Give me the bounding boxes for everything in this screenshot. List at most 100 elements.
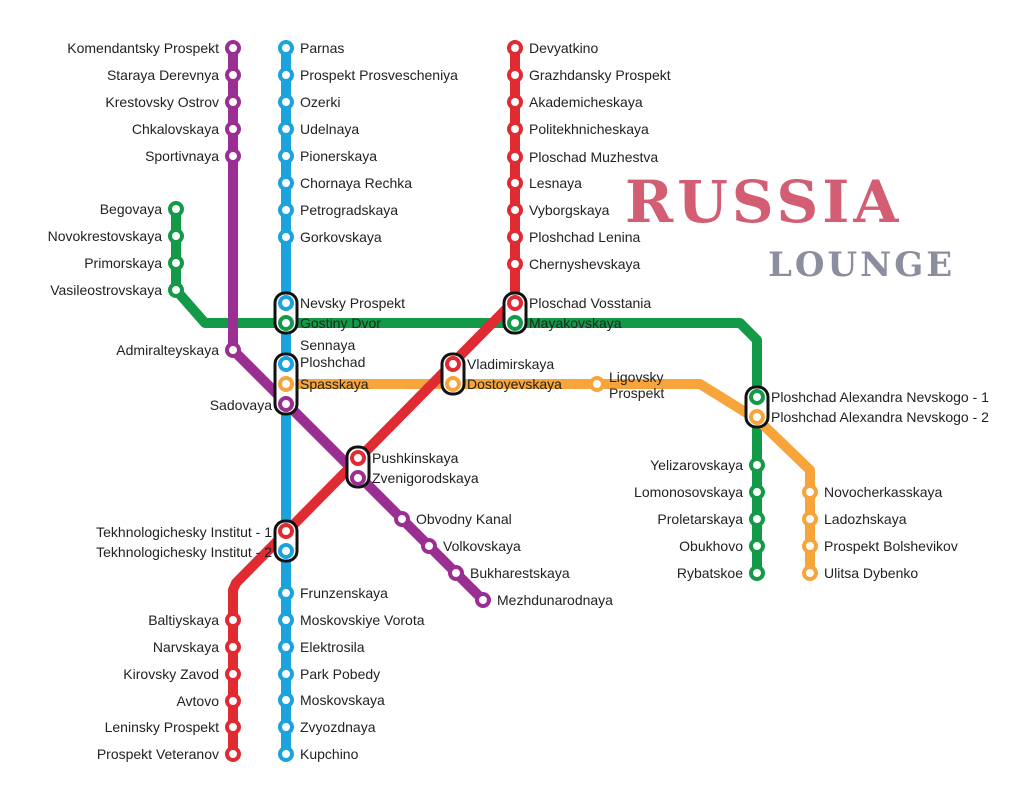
station-label: Krestovsky Ostrov [105,94,219,110]
station-devyatkino[interactable]: Devyatkino [507,40,598,56]
station-komendantsky-prospekt[interactable]: Komendantsky Prospekt [67,40,241,56]
station-baltiyskaya[interactable]: Baltiyskaya [148,612,241,628]
station-label: Novocherkasskaya [824,484,942,500]
station-marker [507,256,523,272]
station-zvyozdnaya[interactable]: Zvyozdnaya [278,719,376,735]
station-kupchino[interactable]: Kupchino [278,746,359,762]
station-marker [278,543,294,559]
station-ulitsa-dybenko[interactable]: Ulitsa Dybenko [802,565,918,581]
station-volkovskaya[interactable]: Volkovskaya [421,538,521,554]
station-moskovskiye-vorota[interactable]: Moskovskiye Vorota [278,612,425,628]
station-spasskaya[interactable]: Spasskaya [278,376,369,392]
station-pionerskaya[interactable]: Pionerskaya [278,148,377,164]
station-akademicheskaya[interactable]: Akademicheskaya [507,94,643,110]
station-obvodny-kanal[interactable]: Obvodny Kanal [394,511,512,527]
station-pushkinskaya[interactable]: Pushkinskaya [350,450,459,466]
station-mezhdunarodnaya[interactable]: Mezhdunarodnaya [475,592,613,608]
station-park-pobedy[interactable]: Park Pobedy [278,666,380,682]
station-avtovo[interactable]: Avtovo [176,693,241,709]
station-label: Prospekt Prosvescheniya [300,67,458,83]
station-udelnaya[interactable]: Udelnaya [278,121,359,137]
station-ladozhskaya[interactable]: Ladozhskaya [802,511,907,527]
station-lesnaya[interactable]: Lesnaya [507,175,582,191]
station-vasileostrovskaya[interactable]: Vasileostrovskaya [50,282,184,298]
station-primorskaya[interactable]: Primorskaya [84,255,184,271]
station-chornaya-rechka[interactable]: Chornaya Rechka [278,175,412,191]
station-narvskaya[interactable]: Narvskaya [153,639,241,655]
station-elektrosila[interactable]: Elektrosila [278,639,365,655]
station-parnas[interactable]: Parnas [278,40,344,56]
station-prospekt-veteranov[interactable]: Prospekt Veteranov [97,746,241,762]
station-ploschad-vosstania[interactable]: Ploschad Vosstania [507,295,651,311]
brand-logo: RUSSIA LOUNGE [625,168,955,285]
brand-subtitle: LOUNGE [768,245,955,285]
station-frunzenskaya[interactable]: Frunzenskaya [278,585,388,601]
station-krestovsky-ostrov[interactable]: Krestovsky Ostrov [105,94,241,110]
station-dostoyevskaya[interactable]: Dostoyevskaya [445,376,562,392]
station-label: Baltiyskaya [148,612,219,628]
station-admiralteyskaya[interactable]: Admiralteyskaya [116,342,241,358]
station-label: Proletarskaya [657,511,743,527]
station-label: Prospekt Veteranov [97,746,219,762]
station-label: Politekhnicheskaya [529,121,649,137]
station-prospekt-prosvescheniya[interactable]: Prospekt Prosvescheniya [278,67,458,83]
station-gorkovskaya[interactable]: Gorkovskaya [278,229,382,245]
station-rybatskoe[interactable]: Rybatskoe [677,565,765,581]
station-marker [278,202,294,218]
station-label: Zvenigorodskaya [372,470,479,486]
station-novokrestovskaya[interactable]: Novokrestovskaya [48,228,184,244]
station-prospekt-bolshevikov[interactable]: Prospekt Bolshevikov [802,538,958,554]
station-grazhdansky-prospekt[interactable]: Grazhdansky Prospekt [507,67,671,83]
station-marker [278,692,294,708]
station-label: Chkalovskaya [132,121,219,137]
station-mayakovskaya[interactable]: Mayakovskaya [507,315,622,331]
station-zvenigorodskaya[interactable]: Zvenigorodskaya [350,470,479,486]
station-staraya-derevnya[interactable]: Staraya Derevnya [107,67,241,83]
station-nevsky-prospekt[interactable]: Nevsky Prospekt [278,295,405,311]
station-marker [168,282,184,298]
station-yelizarovskaya[interactable]: Yelizarovskaya [650,457,765,473]
station-ploschad-muzhestva[interactable]: Ploschad Muzhestva [507,149,658,165]
station-label: Tekhnologichesky Institut - 2 [96,544,272,560]
station-politekhnicheskaya[interactable]: Politekhnicheskaya [507,121,649,137]
station-marker [802,565,818,581]
station-novocherkasskaya[interactable]: Novocherkasskaya [802,484,942,500]
station-label: Moskovskaya [300,692,385,708]
station-leninsky-prospekt[interactable]: Leninsky Prospekt [105,719,241,735]
station-ploshchad-alexandra-nevskogo-1[interactable]: Ploshchad Alexandra Nevskogo - 1 [749,389,989,405]
station-marker [507,149,523,165]
station-marker [802,511,818,527]
station-tekhnologichesky-institut-1[interactable]: Tekhnologichesky Institut - 1 [96,523,294,540]
station-label: Kupchino [300,746,359,762]
station-ozerki[interactable]: Ozerki [278,94,340,110]
station-obukhovo[interactable]: Obukhovo [679,538,765,554]
station-chernyshevskaya[interactable]: Chernyshevskaya [507,256,640,272]
station-label: Vyborgskaya [529,202,610,218]
station-marker [448,565,464,581]
station-label: Lomonosovskaya [634,484,743,500]
station-moskovskaya[interactable]: Moskovskaya [278,692,385,708]
station-bukharestskaya[interactable]: Bukharestskaya [448,565,570,581]
station-begovaya[interactable]: Begovaya [100,201,184,217]
station-kirovsky-zavod[interactable]: Kirovsky Zavod [123,666,241,682]
station-vyborgskaya[interactable]: Vyborgskaya [507,202,610,218]
station-label: Ladozhskaya [824,511,907,527]
station-sadovaya[interactable]: Sadovaya [210,396,294,413]
station-marker [749,538,765,554]
station-gostiny-dvor[interactable]: Gostiny Dvor [278,315,381,331]
station-ploshchad-lenina[interactable]: Ploshchad Lenina [507,229,641,245]
station-marker [278,315,294,331]
station-proletarskaya[interactable]: Proletarskaya [657,511,765,527]
station-lomonosovskaya[interactable]: Lomonosovskaya [634,484,765,500]
station-tekhnologichesky-institut-2[interactable]: Tekhnologichesky Institut - 2 [96,543,294,560]
station-petrogradskaya[interactable]: Petrogradskaya [278,202,398,218]
station-ploshchad-alexandra-nevskogo-2[interactable]: Ploshchad Alexandra Nevskogo - 2 [749,409,989,425]
station-vladimirskaya[interactable]: Vladimirskaya [445,356,554,372]
station-label: Ozerki [300,94,340,110]
station-sportivnaya[interactable]: Sportivnaya [145,148,241,164]
station-chkalovskaya[interactable]: Chkalovskaya [132,121,241,137]
station-marker [225,612,241,628]
